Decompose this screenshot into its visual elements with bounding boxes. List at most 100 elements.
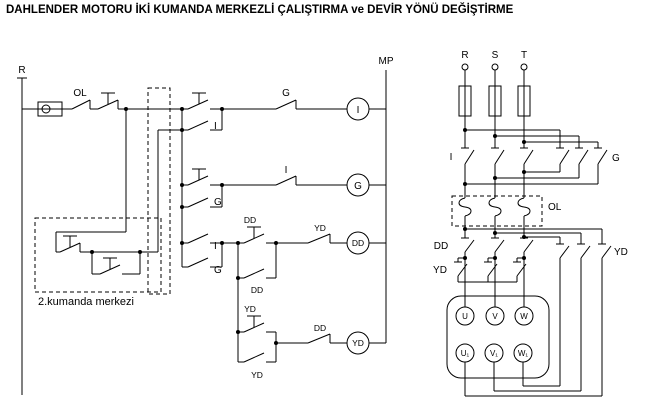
stop-button-2 — [59, 235, 81, 253]
junction-dot — [180, 241, 184, 245]
control-junction-dots — [90, 107, 278, 345]
power-junction-dots — [463, 128, 526, 260]
label-interlock-yd: YD — [314, 223, 326, 233]
power-fuses — [458, 85, 531, 117]
label-terminal-u1: U₁ — [461, 349, 470, 358]
label-rail-mp: MP — [379, 56, 394, 67]
junction-dot — [138, 250, 142, 254]
terminal-v — [485, 306, 505, 326]
label-dd-seal: DD — [251, 285, 263, 295]
nc-contact-dd-interlock — [307, 333, 331, 344]
junction-dot — [522, 140, 526, 144]
coil-dd-label: DD — [352, 238, 364, 248]
control-wires — [17, 70, 387, 395]
junction-dot — [180, 205, 184, 209]
label-terminal-w1: W₁ — [518, 349, 529, 358]
nc-contact-i-interlock — [275, 175, 297, 186]
coil-g-circle — [346, 173, 370, 197]
label-phase-t: T — [521, 50, 527, 61]
power-circuit: U V W U₁ V₁ W₁ — [433, 50, 628, 397]
overload-box — [451, 195, 543, 227]
label-terminal-v: V — [492, 312, 498, 321]
enable-contact-g — [187, 257, 209, 268]
seal-contact-g — [187, 197, 209, 208]
label-seal-i: I — [214, 121, 217, 132]
start-button-2 — [99, 257, 121, 275]
label-overload: OL — [548, 202, 562, 213]
control-fuse — [37, 101, 63, 117]
label-phase-s: S — [492, 50, 499, 61]
label-phase-r: R — [461, 50, 468, 61]
page-title: DAHLENDER MOTORU İKİ KUMANDA MERKEZLİ ÇA… — [6, 4, 514, 16]
label-terminal-w: W — [520, 312, 528, 321]
terminal-w1 — [513, 343, 533, 363]
motor-box — [446, 295, 550, 379]
terminal-r — [461, 63, 469, 71]
coil-yd-circle — [346, 331, 370, 355]
label-rail-r: R — [18, 65, 25, 76]
motor-terminal-box: U V W U₁ V₁ W₁ — [446, 295, 550, 379]
junction-dot — [220, 241, 224, 245]
fuse-t — [517, 85, 531, 117]
seal-contact-i — [187, 120, 209, 131]
junction-dot — [220, 183, 224, 187]
label-ol-contact: OL — [73, 88, 87, 99]
junction-dot — [463, 227, 467, 231]
start-button-g — [187, 168, 209, 186]
junction-dot — [522, 235, 526, 239]
terminal-u1 — [455, 343, 475, 363]
label-enable-g: G — [214, 265, 222, 276]
coil-dd-circle — [346, 231, 370, 255]
coil-i-label: I — [357, 105, 360, 116]
second-center-box — [34, 217, 162, 293]
junction-dot — [274, 241, 278, 245]
junction-dot — [463, 128, 467, 132]
junction-dot — [236, 276, 240, 280]
label-contactor-g: G — [612, 153, 620, 164]
junction-dot — [180, 107, 184, 111]
terminal-w — [514, 306, 534, 326]
junction-dot — [180, 183, 184, 187]
junction-dot — [220, 107, 224, 111]
dd-seal-contact — [243, 268, 265, 279]
junction-dot — [463, 256, 467, 260]
contactor-g-contacts — [556, 147, 608, 165]
coil-yd-label: YD — [352, 338, 364, 348]
stop-button-1 — [97, 92, 119, 110]
terminal-t — [520, 63, 528, 71]
coil-g: G — [346, 173, 370, 197]
coil-g-label: G — [354, 181, 362, 192]
terminal-s — [491, 63, 499, 71]
label-contactor-dd: DD — [434, 241, 448, 252]
contactor-i-contacts — [461, 147, 534, 165]
control-circuit: I G DD YD — [17, 56, 394, 395]
junction-dot — [274, 341, 278, 345]
junction-dot — [236, 330, 240, 334]
junction-dot — [236, 241, 240, 245]
label-contactor-yd-right: YD — [614, 247, 628, 258]
start-button-i — [187, 92, 209, 110]
fuse-r — [458, 85, 472, 117]
junction-dot — [493, 176, 497, 180]
label-terminal-u: U — [462, 312, 468, 321]
junction-dot — [493, 134, 497, 138]
fuse-s — [488, 85, 502, 117]
label-terminal-v1: V₁ — [490, 349, 498, 358]
label-second-center: 2.kumanda merkezi — [38, 296, 134, 308]
junction-dot — [522, 170, 526, 174]
dd-button — [243, 226, 265, 244]
label-dd-button: DD — [244, 215, 256, 225]
junction-dot — [124, 107, 128, 111]
label-interlock-g: G — [282, 88, 290, 99]
power-wires — [457, 70, 603, 397]
terminal-v1 — [484, 343, 504, 363]
enable-contact-i — [187, 233, 209, 244]
contactor-yd-right-contacts — [556, 243, 612, 259]
label-contactor-yd-left: YD — [433, 265, 447, 276]
phase-terminals — [461, 63, 528, 71]
contactor-yd-left-contacts — [454, 261, 527, 277]
label-enable-i: I — [214, 241, 217, 252]
coil-i: I — [346, 97, 370, 121]
